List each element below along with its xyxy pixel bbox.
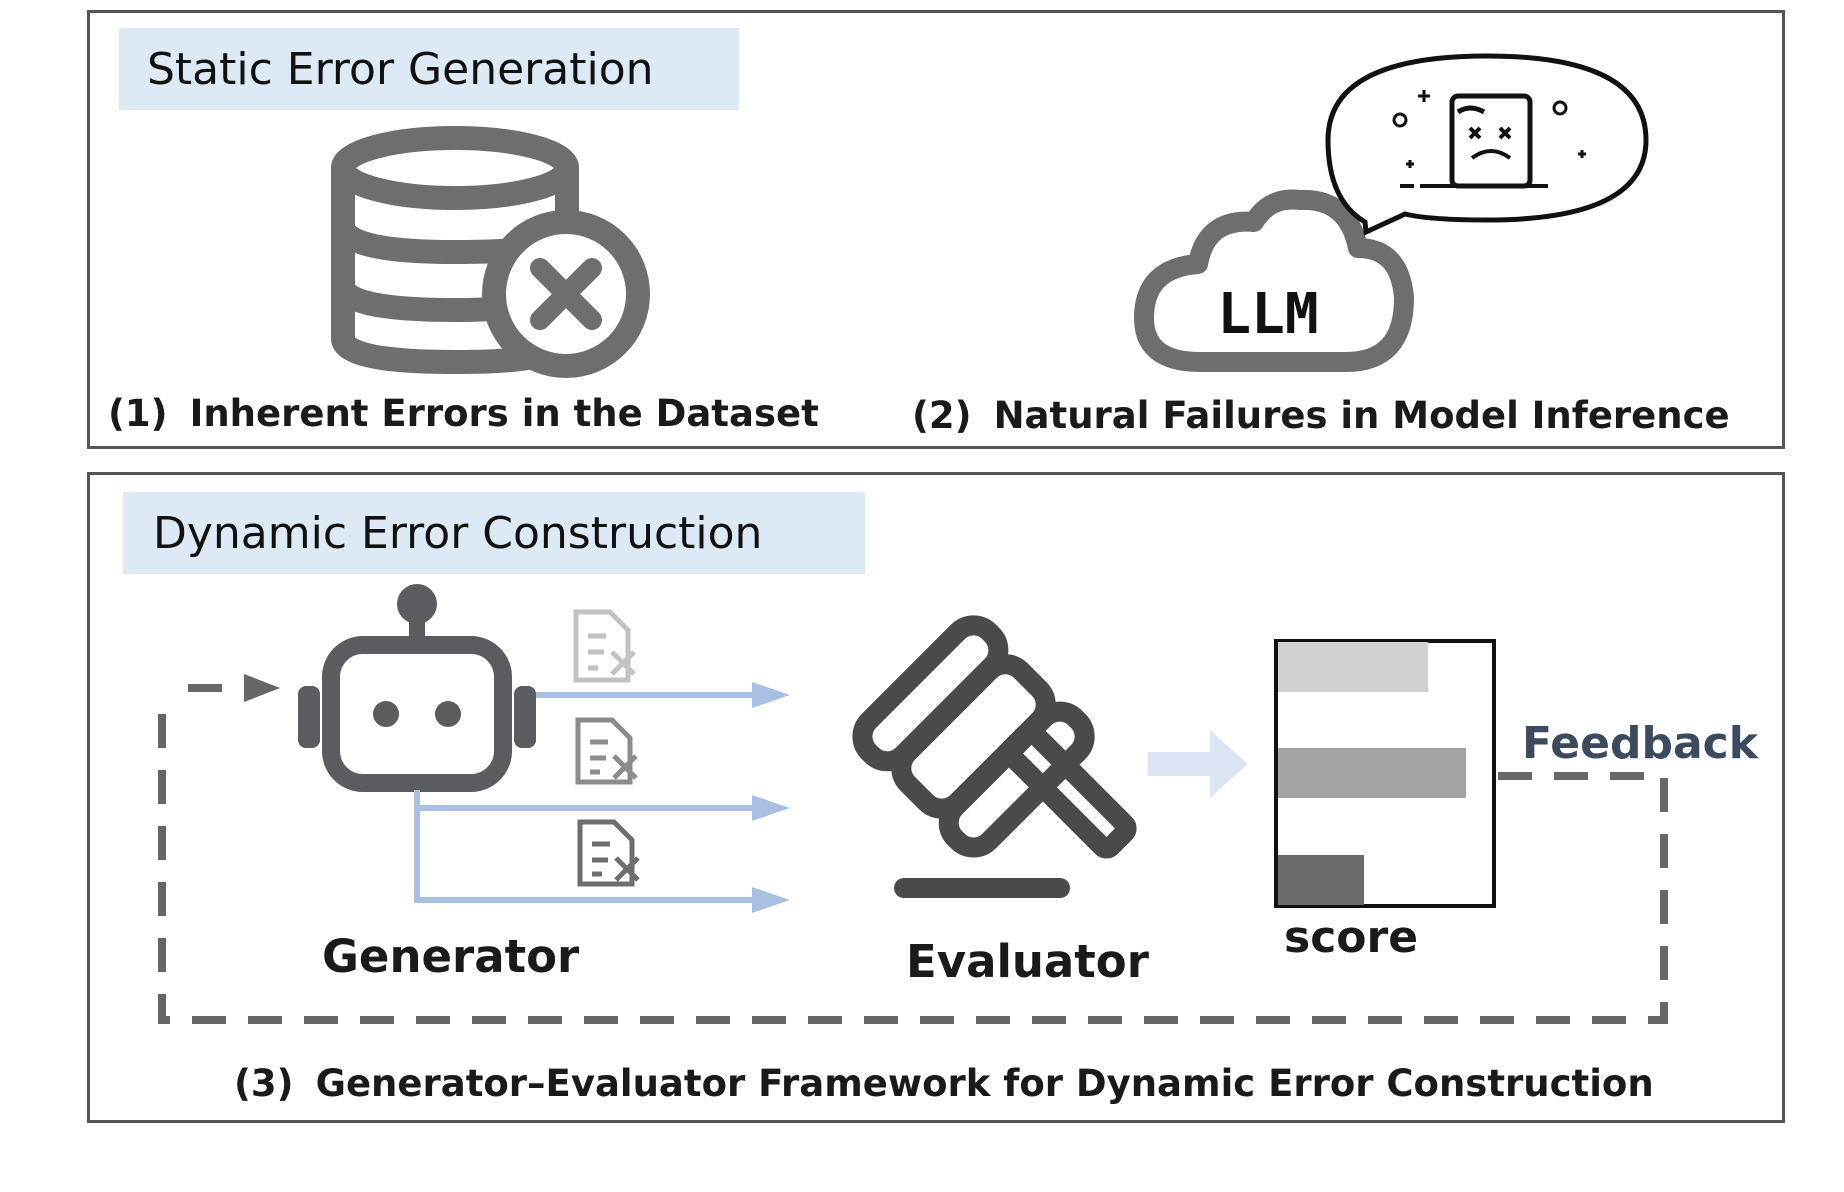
caption-inherent-errors: (1) Inherent Errors in the Dataset [108,392,819,435]
caption-generator-evaluator: (3) Generator–Evaluator Framework for Dyn… [234,1062,1654,1105]
static-panel [87,10,1785,449]
speech-bubble-icon [1325,53,1649,236]
caption-number: (3) [234,1062,294,1105]
document-error-icon [577,819,640,887]
document-error-icon [573,609,636,683]
generator-label: Generator [322,930,580,983]
llm-label: LLM [1217,282,1318,347]
score-chart-icon [1274,639,1496,908]
score-label: score [1284,912,1419,963]
score-bar [1278,855,1364,905]
feedback-arrowhead-icon [244,674,280,702]
score-bar [1278,642,1428,692]
caption-natural-failures: (2) Natural Failures in Model Inference [912,394,1730,437]
arrowheads [752,682,790,913]
dynamic-panel-title: Dynamic Error Construction [123,492,865,574]
caption-text: Natural Failures in Model Inference [993,394,1730,437]
static-panel-title: Static Error Generation [119,28,739,110]
evaluator-to-score-arrow [1148,730,1248,798]
caption-number: (2) [912,394,972,437]
generator-output-arrows [414,692,754,903]
gavel-icon [852,615,1137,898]
caption-text: Generator–Evaluator Framework for Dynami… [315,1062,1654,1105]
feedback-label: Feedback [1522,718,1758,769]
dynamic-panel [87,472,1785,1123]
caption-number: (1) [108,392,168,435]
document-error-icon [575,717,638,785]
robot-icon [298,584,536,792]
database-error-icon [331,126,650,378]
score-bar [1278,748,1466,798]
caption-text: Inherent Errors in the Dataset [189,392,819,435]
llm-cloud-icon: LLM [1134,189,1414,372]
feedback-loop-arrow [158,684,1668,1024]
evaluator-label: Evaluator [906,935,1149,988]
score-bars [1278,642,1466,905]
